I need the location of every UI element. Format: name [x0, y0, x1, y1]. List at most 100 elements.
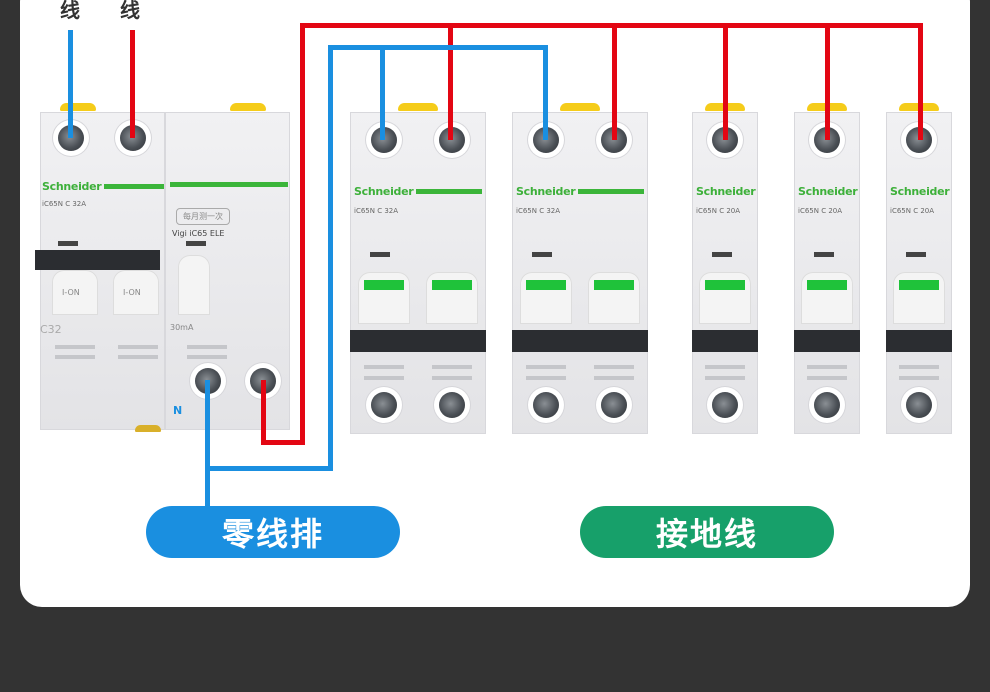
brand-bar [578, 189, 645, 194]
breaker-spec: iC65N C 32A [42, 200, 87, 208]
brand-bar [104, 184, 165, 189]
breaker-spec: iC65N C 20A [890, 207, 935, 215]
terminal-screw [814, 392, 840, 418]
vent [187, 355, 227, 359]
live-wire [300, 23, 305, 445]
ground-wire-label: 接地线 [580, 506, 834, 558]
live-drop [448, 23, 453, 140]
indicator-slot [532, 252, 552, 257]
vent [55, 345, 95, 349]
toggle-bar [692, 330, 758, 352]
indicator-slot [370, 252, 390, 257]
brand-name: Schneider [516, 185, 576, 198]
live-wire [261, 380, 266, 444]
vent [807, 365, 847, 369]
din-clip [398, 103, 438, 111]
breaker-spec: iC65N C 20A [798, 207, 843, 215]
branch-breaker [692, 112, 758, 434]
indicator-slot [712, 252, 732, 257]
brand-name: Schneider [354, 185, 414, 198]
vent [432, 365, 472, 369]
brand-name: Schneider [798, 185, 858, 198]
toggle-handle[interactable] [52, 270, 98, 315]
neutral-bus [328, 45, 548, 50]
indicator-slot [906, 252, 926, 257]
on-indicator [705, 280, 745, 290]
branch-breaker [886, 112, 952, 434]
rcd-rating: 30mA [170, 323, 194, 332]
live-wire [261, 440, 305, 445]
vent [899, 365, 939, 369]
live-drop [825, 23, 830, 140]
terminal-screw [533, 392, 559, 418]
pole-label: I-ON [62, 288, 80, 297]
vent [526, 376, 566, 380]
breaker-spec: iC65N C 32A [354, 207, 399, 215]
vent [432, 376, 472, 380]
vent [705, 376, 745, 380]
din-clip [60, 103, 96, 111]
neutral-wire-label: 线 [60, 0, 80, 22]
terminal-screw [601, 392, 627, 418]
breaker-spec: iC65N C 32A [516, 207, 561, 215]
toggle-bar [512, 330, 648, 352]
brand-bar [416, 189, 483, 194]
rcd-handle[interactable] [178, 255, 210, 315]
rating-label: C32 [40, 323, 62, 336]
breaker-spec: iC65N C 20A [696, 207, 741, 215]
live-wire-label: 线 [120, 0, 140, 22]
brand-logo: Schneider [516, 185, 645, 198]
vent [594, 376, 634, 380]
live-bus [300, 23, 923, 28]
neutral-drop [380, 45, 385, 140]
indicator-slot [186, 241, 206, 246]
vent [899, 376, 939, 380]
terminal-screw [712, 392, 738, 418]
rcd-model: Vigi iC65 ELE [172, 229, 225, 238]
brand-name: Schneider [42, 180, 102, 193]
terminal-screw [371, 392, 397, 418]
on-indicator [807, 280, 847, 290]
brand-logo: Schneider [354, 185, 483, 198]
toggle-bar [350, 330, 486, 352]
neutral-wire [328, 45, 333, 471]
brand-logo: Schneider [890, 185, 950, 198]
neutral-wire [205, 466, 333, 471]
brand-logo: Schneider [42, 180, 165, 193]
indicator-slot [814, 252, 834, 257]
vent [118, 355, 158, 359]
neutral-wire [205, 380, 210, 508]
live-drop [918, 23, 923, 140]
brand-bar [170, 182, 288, 187]
vent [118, 345, 158, 349]
vent [594, 365, 634, 369]
brand-logo: Schneider [798, 185, 858, 198]
vent [364, 365, 404, 369]
toggle-handle[interactable] [113, 270, 159, 315]
live-drop [723, 23, 728, 140]
vent [807, 376, 847, 380]
toggle-bar [35, 250, 160, 270]
vent [364, 376, 404, 380]
on-indicator [899, 280, 939, 290]
on-indicator [526, 280, 566, 290]
live-drop [612, 23, 617, 140]
brand-logo: Schneider [696, 185, 756, 198]
brand-name: Schneider [890, 185, 950, 198]
vent [55, 355, 95, 359]
incoming-live-wire [130, 30, 135, 138]
toggle-bar [794, 330, 860, 352]
incoming-neutral-wire [68, 30, 73, 138]
vent [705, 365, 745, 369]
rcd-note: 每月测一次 [176, 208, 230, 225]
vent [526, 365, 566, 369]
toggle-bar [886, 330, 952, 352]
neutral-drop [543, 45, 548, 140]
din-clip [560, 103, 600, 111]
neutral-terminal-label: N [173, 404, 183, 417]
din-clip [230, 103, 266, 111]
brand-name: Schneider [696, 185, 756, 198]
terminal-screw [906, 392, 932, 418]
on-indicator [432, 280, 472, 290]
on-indicator [364, 280, 404, 290]
